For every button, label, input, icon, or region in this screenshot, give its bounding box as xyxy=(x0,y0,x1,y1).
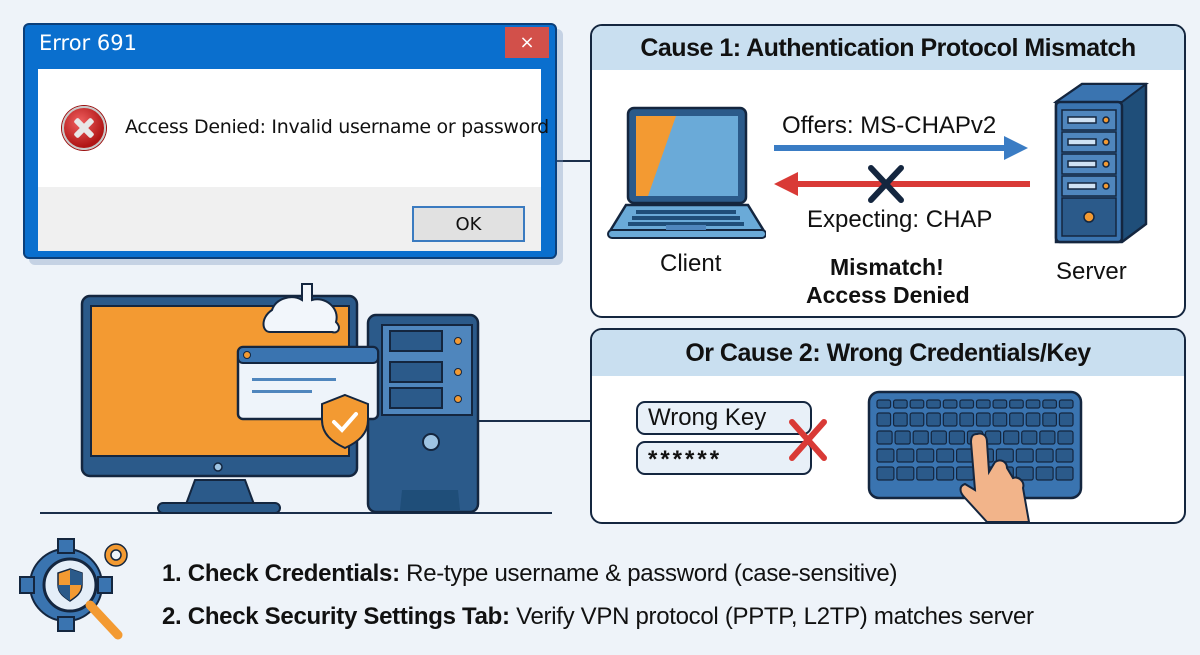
tip-2-title: 2. Check Security Settings Tab: xyxy=(162,603,510,630)
keyboard-key xyxy=(1042,399,1058,409)
keyboard-key xyxy=(926,412,941,427)
keyboard-key xyxy=(992,412,1008,427)
key-field[interactable]: Wrong Key xyxy=(636,401,812,435)
keyboard-key xyxy=(1021,430,1038,445)
tower-pc-icon xyxy=(366,313,480,514)
tip-1-text: Re-type username & password (case-sensit… xyxy=(399,560,898,587)
cloud-icon xyxy=(262,283,340,334)
keyboard-key xyxy=(1055,466,1074,481)
keyboard-key xyxy=(1057,430,1074,445)
keyboard-key xyxy=(876,412,892,427)
arrow-left-icon xyxy=(774,172,1030,196)
keyboard-key xyxy=(1009,412,1024,427)
keyboard-key xyxy=(936,448,955,463)
keyboard-key xyxy=(1025,412,1041,427)
keyboard-key xyxy=(896,466,915,481)
keyboard-key xyxy=(916,448,935,463)
dialog-message: Access Denied: Invalid username or passw… xyxy=(125,116,549,138)
cause1-title: Cause 1: Authentication Protocol Mismatc… xyxy=(592,26,1184,70)
server-label: Server xyxy=(1056,258,1127,285)
keyboard-key xyxy=(876,466,895,481)
keyboard-key xyxy=(1035,466,1054,481)
keyboard-key xyxy=(912,430,929,445)
keyboard-key xyxy=(916,466,935,481)
keyboard-key xyxy=(1058,399,1074,409)
keyboard-key xyxy=(1025,399,1041,409)
error-x-icon xyxy=(62,106,106,150)
keyboard-key xyxy=(942,412,958,427)
tip-1-title: 1. Check Credentials: xyxy=(162,560,400,587)
keyboard-key xyxy=(894,430,911,445)
cause1-panel: Cause 1: Authentication Protocol Mismatc… xyxy=(590,24,1186,318)
dialog-title: Error 691 xyxy=(39,31,137,55)
cause2-title: Or Cause 2: Wrong Credentials/Key xyxy=(592,330,1184,376)
keyboard-key xyxy=(1003,430,1020,445)
tip-2-text: Verify VPN protocol (PPTP, L2TP) matches… xyxy=(509,603,1034,630)
keyboard-key xyxy=(992,399,1008,409)
mismatch-label: Mismatch! xyxy=(830,254,944,280)
close-button[interactable]: × xyxy=(505,27,549,58)
keyboard-key xyxy=(1055,448,1074,463)
desktop-computer-illustration xyxy=(80,283,480,514)
desk-line xyxy=(40,512,552,514)
keyboard-key xyxy=(1015,466,1034,481)
keyboard-key xyxy=(1039,430,1056,445)
keyboard-hand-icon xyxy=(867,390,1083,522)
keyboard-key xyxy=(959,399,975,409)
keyboard-key xyxy=(955,466,975,481)
connector-computer-to-cause2 xyxy=(478,420,592,422)
keyboard-key xyxy=(1058,412,1074,427)
keyboard-key xyxy=(1042,412,1058,427)
keyboard-key xyxy=(975,412,991,427)
connector-dialog-to-cause1 xyxy=(553,160,592,162)
cause2-panel: Or Cause 2: Wrong Credentials/Key Wrong … xyxy=(590,328,1186,524)
keyboard-key xyxy=(959,412,975,427)
error-dialog: Error 691 × Access Denied: Invalid usern… xyxy=(23,23,557,259)
server-icon xyxy=(1052,82,1149,244)
settings-search-icon xyxy=(19,538,128,640)
keyboard-key xyxy=(909,412,925,427)
offers-label: Offers: MS-CHAPv2 xyxy=(782,112,997,139)
keyboard-key xyxy=(942,399,958,409)
red-x-icon xyxy=(789,419,827,461)
keyboard-key xyxy=(876,430,893,445)
keyboard-key xyxy=(1035,448,1054,463)
keyboard-key xyxy=(926,399,941,409)
laptop-icon xyxy=(607,106,766,239)
keyboard-key xyxy=(975,399,991,409)
keyboard-key xyxy=(876,399,892,409)
keyboard-key xyxy=(892,412,908,427)
shield-check-icon xyxy=(321,393,369,450)
keyboard-key xyxy=(948,430,966,445)
expecting-label: Expecting: CHAP xyxy=(807,206,993,233)
keyboard-key xyxy=(876,448,895,463)
keyboard-key xyxy=(1009,399,1024,409)
arrow-right-icon xyxy=(774,136,1028,160)
keyboard-key xyxy=(936,466,955,481)
tip-1: 1. Check Credentials: Re-type username &… xyxy=(162,560,897,588)
keyboard-key xyxy=(1015,448,1034,463)
keyboard-key xyxy=(892,399,908,409)
keyboard-key xyxy=(930,430,947,445)
access-denied-label: Access Denied xyxy=(806,282,970,308)
ok-button[interactable]: OK xyxy=(412,206,525,242)
dialog-body xyxy=(38,69,541,187)
client-label: Client xyxy=(660,250,722,277)
keyboard-key xyxy=(896,448,915,463)
keyboard-key xyxy=(909,399,925,409)
tip-2: 2. Check Security Settings Tab: Verify V… xyxy=(162,603,1034,631)
blocked-x-icon xyxy=(868,165,904,203)
password-field[interactable]: ****** xyxy=(636,441,812,475)
